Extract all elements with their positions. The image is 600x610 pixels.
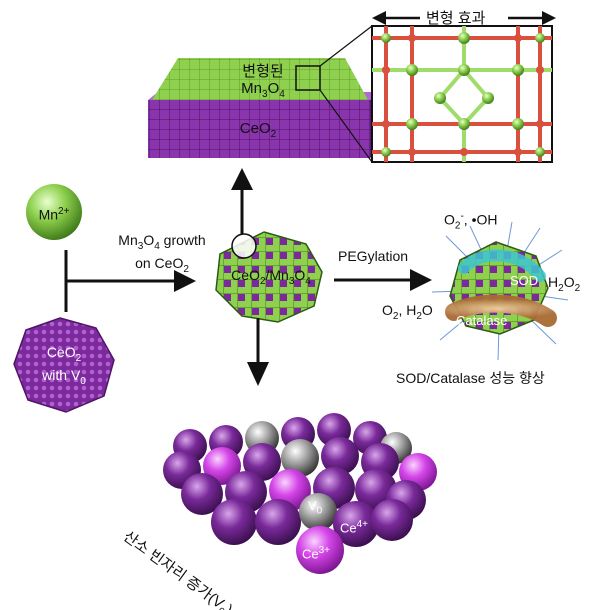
growth-label: Mn3O4 growth on CeO2: [118, 232, 206, 275]
mn-ion-sphere: [26, 184, 82, 240]
v0-label: V0: [308, 498, 323, 517]
strain-lattice-inset: [371, 25, 553, 163]
ce3-label: Ce3+: [302, 545, 331, 562]
down-arrow: [247, 318, 269, 386]
sod-band: [458, 249, 546, 282]
ce3-sphere: [296, 526, 344, 574]
pegylated-particle: [431, 221, 569, 361]
o2-h2o-label: O2, H2O: [382, 302, 433, 322]
h2o2-label: H2O2: [548, 274, 581, 294]
ceo2-layer-label: CeO2: [239, 120, 277, 140]
catalase-label: Catalase: [456, 313, 508, 328]
strain-effect-label: 변형 효과: [426, 10, 486, 27]
performance-label: SOD/Catalase 성능 향상: [396, 370, 545, 386]
vacancy-sphere: [299, 493, 337, 531]
strained-mn3o4-label: 변형된 Mn3O4: [241, 63, 285, 100]
oxygen-vacancy-lattice: [163, 413, 437, 574]
ceo2-layer: [148, 100, 370, 158]
strain-double-arrow: [372, 11, 556, 25]
sod-label: SOD: [510, 273, 539, 288]
ce4-label: Ce4+: [340, 519, 369, 536]
ros-label: O2-, •OH: [444, 211, 498, 232]
zoom-circle: [231, 233, 257, 259]
ce4-sphere: [333, 501, 379, 547]
center-particle-label: CeO2/Mn3O4: [231, 267, 311, 287]
ceo2-nanoparticle-label: CeO2 with V0: [42, 344, 86, 387]
mn-ion-label: Mn2+: [38, 206, 70, 223]
zoom-box: [295, 65, 321, 91]
ceo2-mn3o4-particle: [215, 231, 323, 323]
pegylation-arrow: [334, 269, 432, 291]
growth-arrow: [64, 250, 196, 312]
pegylation-label: PEGylation: [338, 248, 409, 264]
up-arrow: [231, 168, 253, 234]
catalase-band: [445, 294, 557, 327]
ceo2-nanoparticle: [13, 317, 115, 413]
